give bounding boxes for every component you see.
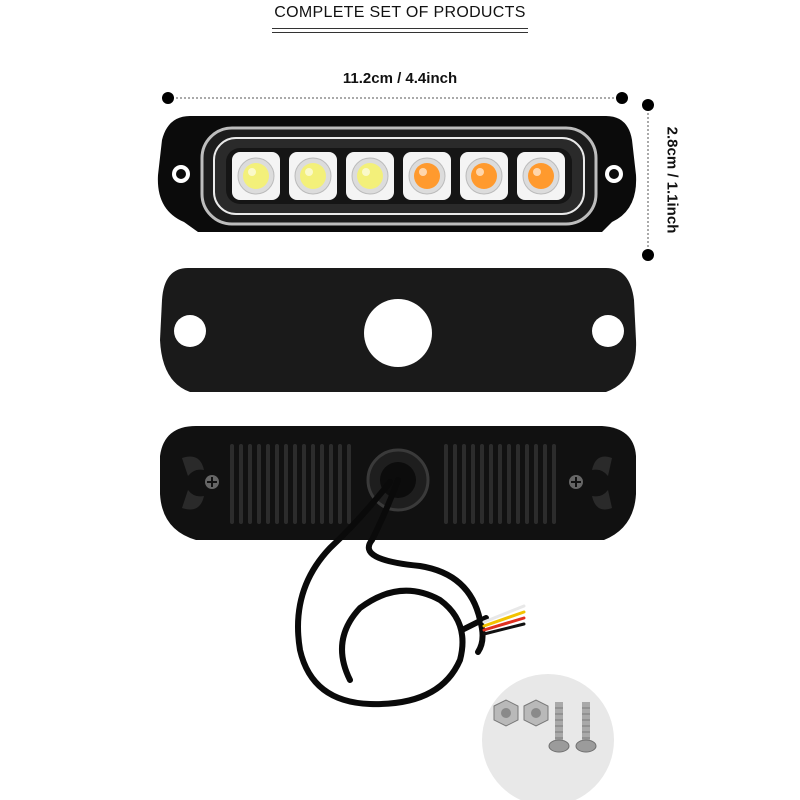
led-2: [289, 152, 337, 200]
hex-nut-right: [523, 699, 549, 727]
led-4: [403, 152, 451, 200]
led-3: [346, 152, 394, 200]
wire-end-2: [482, 610, 526, 628]
hex-nut-left: [493, 699, 519, 727]
wire-ends: [482, 604, 526, 636]
wire-end-4: [482, 622, 526, 636]
foam-gasket: [160, 268, 637, 392]
page-title: COMPLETE SET OF PRODUCTS: [274, 4, 526, 21]
title-underline-2: [272, 32, 528, 33]
width-dimension-line: [162, 92, 628, 104]
wire-end-1: [482, 604, 526, 624]
led-light-bar: [157, 116, 637, 232]
led-array: [232, 152, 565, 200]
width-dimension-label: 11.2cm / 4.4inch: [342, 70, 458, 87]
hardware-kit: [482, 674, 614, 800]
power-cable: [295, 477, 489, 708]
screw-right: [575, 702, 597, 753]
led-5: [460, 152, 508, 200]
title-underline: [272, 28, 528, 29]
wire-end-3: [482, 616, 526, 632]
led-1: [232, 152, 280, 200]
screw-left: [548, 702, 570, 753]
height-dimension-line: [642, 99, 654, 261]
led-6: [517, 152, 565, 200]
